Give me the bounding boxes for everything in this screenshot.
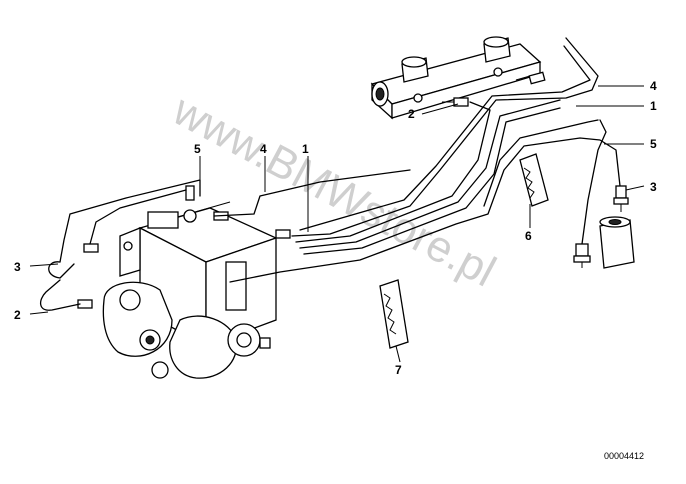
pipe-clip-7 xyxy=(379,279,409,349)
callout-1-mid: 1 xyxy=(302,142,309,156)
brake-fitting-3 xyxy=(613,185,629,212)
brake-hose-connector xyxy=(599,216,635,269)
abs-hydraulic-unit xyxy=(102,201,278,379)
fitting-abs-top-a xyxy=(185,185,195,201)
pipe-clip-6 xyxy=(519,153,549,207)
brake-lines xyxy=(40,37,621,311)
callout-3-right: 3 xyxy=(650,180,657,194)
callout-7: 7 xyxy=(395,363,402,377)
callout-6: 6 xyxy=(525,229,532,243)
master-cylinder xyxy=(370,36,542,120)
callout-2-top: 2 xyxy=(408,107,415,121)
callout-4-mid: 4 xyxy=(260,142,267,156)
fitting-left-3 xyxy=(83,243,99,253)
leader-lines xyxy=(29,85,645,363)
callout-3-left: 3 xyxy=(14,260,21,274)
fitting-top-right xyxy=(515,71,546,85)
callout-4-top: 4 xyxy=(650,79,657,93)
callout-5-right: 5 xyxy=(650,137,657,151)
reference-number: 00004412 xyxy=(604,451,644,461)
callout-1-top: 1 xyxy=(650,99,657,113)
fitting-top-left xyxy=(442,97,469,107)
brake-fitting-lower xyxy=(573,243,591,268)
callout-2-left: 2 xyxy=(14,308,21,322)
fitting-abs-mid xyxy=(275,229,291,239)
callout-5-left: 5 xyxy=(194,142,201,156)
